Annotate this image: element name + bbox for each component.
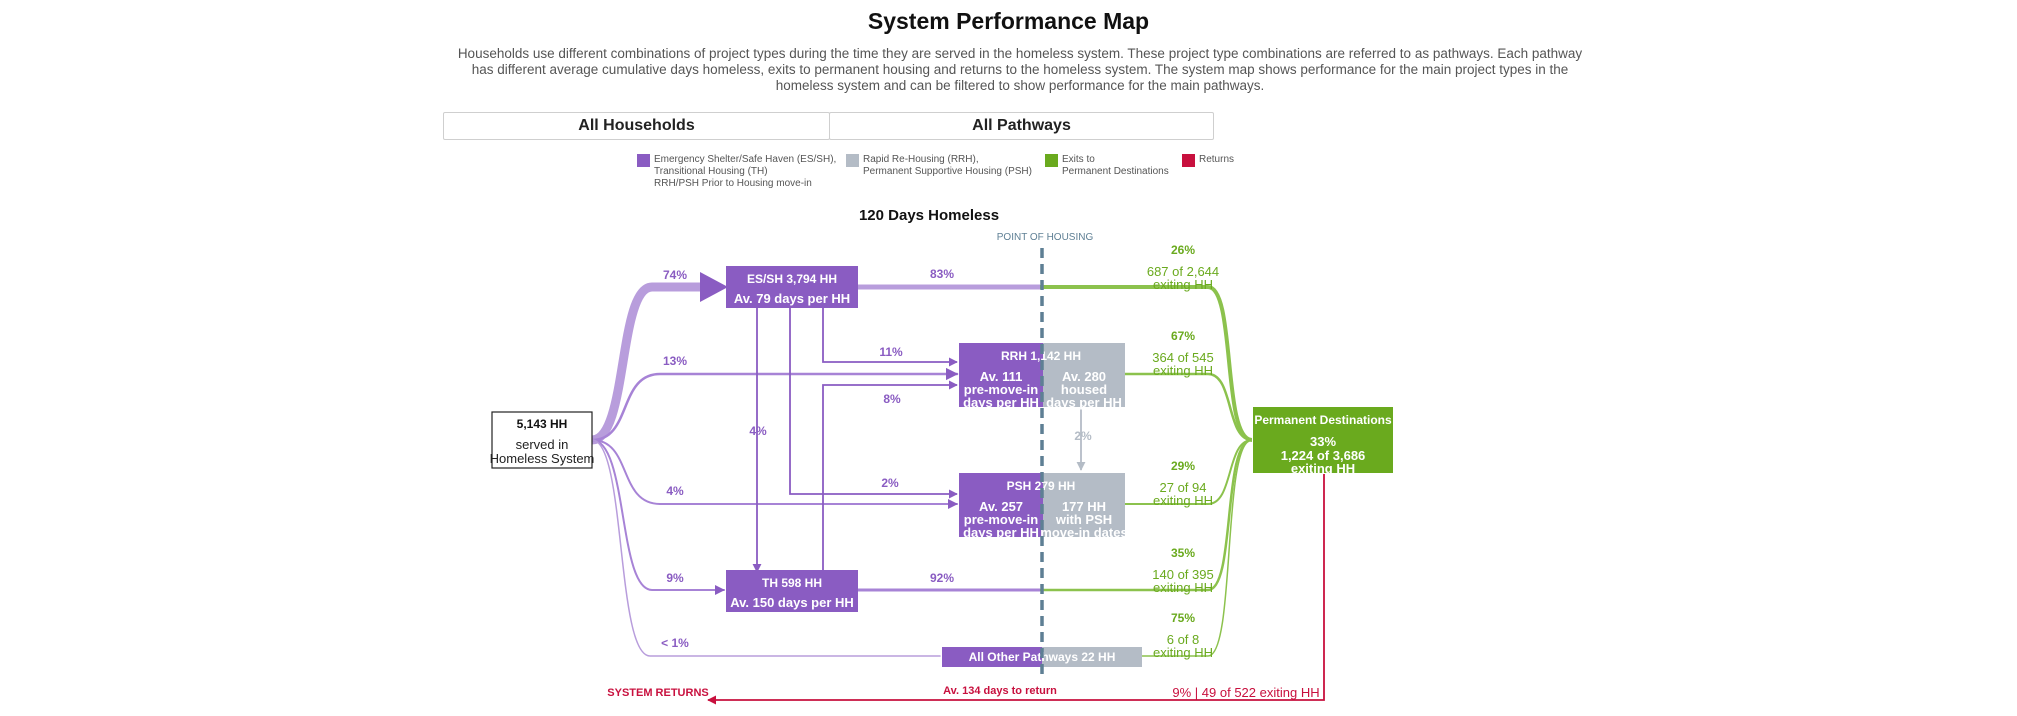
exit-l2-psh: exiting HH [1153, 493, 1213, 508]
source-count: 5,143 HH [517, 417, 568, 431]
exit-pct-th: 35% [1171, 546, 1195, 560]
flow-essh-exit-green [1040, 285, 1253, 442]
exit-l1-other: 6 of 8 [1167, 632, 1200, 647]
flow-essh-to-psh [789, 307, 958, 499]
exit-pct-rrh: 67% [1171, 329, 1195, 343]
rrh-box-post [1043, 343, 1125, 407]
rrh-box-pre [959, 343, 1043, 407]
label-map-rrh-post-2: days per HH [1046, 395, 1122, 410]
map-heading: 120 Days Homeless [859, 207, 999, 224]
exit-l2-essh: exiting HH [1153, 277, 1213, 292]
exit-l1-rrh: 364 of 545 [1152, 350, 1213, 365]
essh-box [726, 266, 858, 308]
th-box [726, 570, 858, 612]
permanent-l1: 1,224 of 3,686 [1281, 448, 1366, 463]
psh-title: PSH 279 HH [1007, 479, 1076, 493]
rrh-pct-to-psh: 2% [1074, 429, 1092, 443]
flow-th-to-rrh [822, 380, 958, 572]
flow-th-exit-green [1040, 438, 1253, 592]
page-description: Households use different combinations of… [457, 46, 1583, 93]
source-line1: served in [516, 437, 569, 452]
rrh-title: RRH 1,142 HH [1001, 349, 1081, 363]
label-map-psh-post-0: 177 HH [1062, 499, 1106, 514]
page-title: System Performance Map [867, 8, 1150, 34]
essh-entry-arrowhead [700, 272, 728, 302]
label-map-rrh-pre-0: Av. 111 [980, 369, 1023, 384]
permanent-title: Permanent Destinations [1254, 413, 1392, 427]
system-returns-label: SYSTEM RETURNS [607, 687, 708, 699]
essh-title: ES/SH 3,794 HH [747, 272, 837, 286]
flow-rrh-exit-green [1123, 372, 1253, 442]
source-box [491, 411, 593, 469]
essh-sub: Av. 79 days per HH [734, 291, 850, 306]
other-box-left [942, 647, 1042, 667]
flow-other-exit-green [1141, 439, 1253, 657]
flow-source-to-other [591, 439, 941, 657]
exit-l2-th: exiting HH [1153, 580, 1213, 595]
legend-swatch-green [1045, 154, 1058, 167]
flow-source-to-essh [587, 282, 717, 445]
th-title: TH 598 HH [762, 576, 822, 590]
point-of-housing-label: POINT OF HOUSING [997, 232, 1094, 243]
psh-box-post [1043, 473, 1125, 537]
legend-swatch-red [1182, 154, 1195, 167]
permanent-destinations-box [1253, 407, 1393, 473]
exit-l1-psh: 27 of 94 [1160, 480, 1207, 495]
label-map-rrh-pre-1: pre-move-in [964, 382, 1038, 397]
exit-pct-essh: 26% [1171, 243, 1195, 257]
essh-pct-to-psh: 2% [881, 476, 899, 490]
essh-pct-to-exit: 83% [930, 267, 954, 281]
label-map-psh-pre-0: Av. 257 [979, 499, 1023, 514]
exit-pct-psh: 29% [1171, 459, 1195, 473]
flow-essh-to-rrh [822, 307, 958, 367]
permanent-l2: exiting HH [1291, 461, 1355, 476]
label-map-rrh-post-1: housed [1061, 382, 1107, 397]
legend-swatch-gray [846, 154, 859, 167]
label-map-rrh-post-0: Av. 280 [1062, 369, 1106, 384]
essh-pct-to-rrh: 11% [879, 345, 903, 359]
exit-pct-other: 75% [1171, 611, 1195, 625]
returns-days: Av. 134 days to return [943, 685, 1057, 697]
label-map-psh-pre-2: days per HH [963, 525, 1039, 540]
entry-pct-th: 9% [666, 571, 684, 585]
source-line2: Homeless System [490, 451, 595, 466]
pathways-filter[interactable]: All Pathways [829, 112, 1214, 140]
label-map-psh-post-1: with PSH [1055, 512, 1112, 527]
th-pct-to-exit: 92% [930, 571, 954, 585]
entry-pct-essh: 74% [663, 268, 687, 282]
flow-source-to-psh [591, 439, 958, 509]
households-filter[interactable]: All Households [443, 112, 830, 140]
label-map-psh-post-2: move-in dates [1040, 525, 1127, 540]
other-box-right [1042, 647, 1142, 667]
th-sub: Av. 150 days per HH [730, 595, 854, 610]
essh-pct-to-th: 4% [749, 424, 767, 438]
flow-source-to-rrh [590, 367, 959, 442]
flow-system-returns [707, 474, 1325, 705]
exit-l2-rrh: exiting HH [1153, 363, 1213, 378]
label-map-rrh-pre-2: days per HH [963, 395, 1039, 410]
legend-swatch-purple [637, 154, 650, 167]
entry-pct-rrh: 13% [663, 354, 687, 368]
psh-box-pre [959, 473, 1043, 537]
label-map-psh-pre-1: pre-move-in [964, 512, 1038, 527]
entry-pct-other: < 1% [661, 636, 689, 650]
permanent-pct: 33% [1310, 434, 1336, 449]
flow-source-to-th [591, 439, 725, 595]
exit-l1-th: 140 of 395 [1152, 567, 1213, 582]
exit-l1-essh: 687 of 2,644 [1147, 264, 1219, 279]
returns-summary: 9% | 49 of 522 exiting HH [1172, 685, 1319, 700]
exit-l2-other: exiting HH [1153, 645, 1213, 660]
th-pct-to-rrh: 8% [883, 392, 901, 406]
entry-pct-psh: 4% [666, 484, 684, 498]
